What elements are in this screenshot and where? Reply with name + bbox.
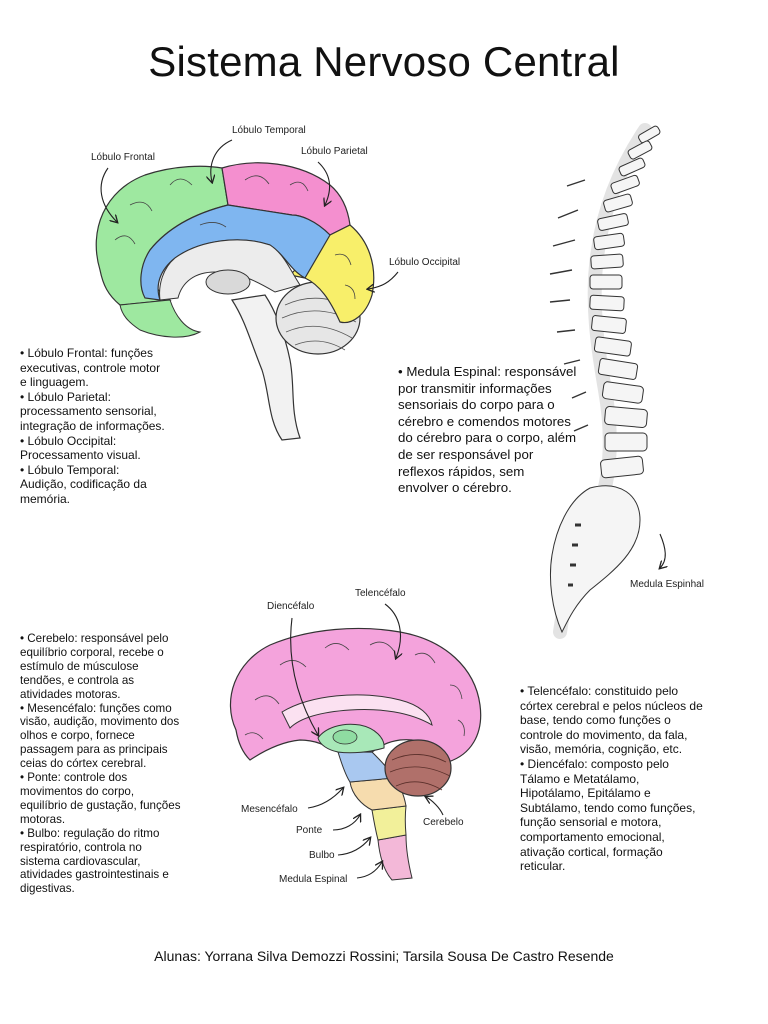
- label-lobulo-temporal: Lóbulo Temporal: [232, 125, 306, 136]
- label-lobulo-frontal: Lóbulo Frontal: [91, 152, 155, 163]
- label-ponte: Ponte: [296, 825, 323, 836]
- page-title: Sistema Nervoso Central: [148, 38, 620, 85]
- brainstem-cerebellum-description: • Cerebelo: responsável pelo equilíbrio …: [20, 632, 181, 896]
- medula-region: [377, 834, 413, 881]
- label-lobulo-occipital: Lóbulo Occipital: [389, 257, 461, 268]
- label-medula-espinhal: Medula Espinhal: [630, 579, 704, 590]
- spine-illustration: [549, 123, 665, 639]
- lobes-description: • Lóbulo Frontal: funções executivas, co…: [20, 346, 165, 506]
- brain-bottom-illustration: [229, 603, 482, 881]
- label-lobulo-parietal: Lóbulo Parietal: [301, 146, 368, 157]
- occipital-lobe: [288, 224, 375, 324]
- label-diencefalo: Diencéfalo: [267, 601, 315, 612]
- authors-footer: Alunas: Yorrana Silva Demozzi Rossini; T…: [154, 948, 614, 964]
- label-medula-espinal: Medula Espinal: [279, 874, 348, 885]
- brain-top-illustration: [95, 139, 399, 441]
- sacrum: [549, 485, 641, 634]
- cerebelo-region: [384, 739, 452, 797]
- bulbo-region: [371, 805, 407, 841]
- label-cerebelo: Cerebelo: [423, 817, 464, 828]
- label-mesencefalo: Mesencéfalo: [241, 804, 298, 815]
- label-telencefalo: Telencéfalo: [355, 588, 406, 599]
- medula-espinal-description: • Medula Espinal: responsável por transm…: [398, 364, 577, 496]
- telencefalo-diencefalo-description: • Telencéfalo: constituido pelo córtex c…: [520, 684, 703, 874]
- label-bulbo: Bulbo: [309, 850, 335, 861]
- vertebrae: [589, 125, 661, 479]
